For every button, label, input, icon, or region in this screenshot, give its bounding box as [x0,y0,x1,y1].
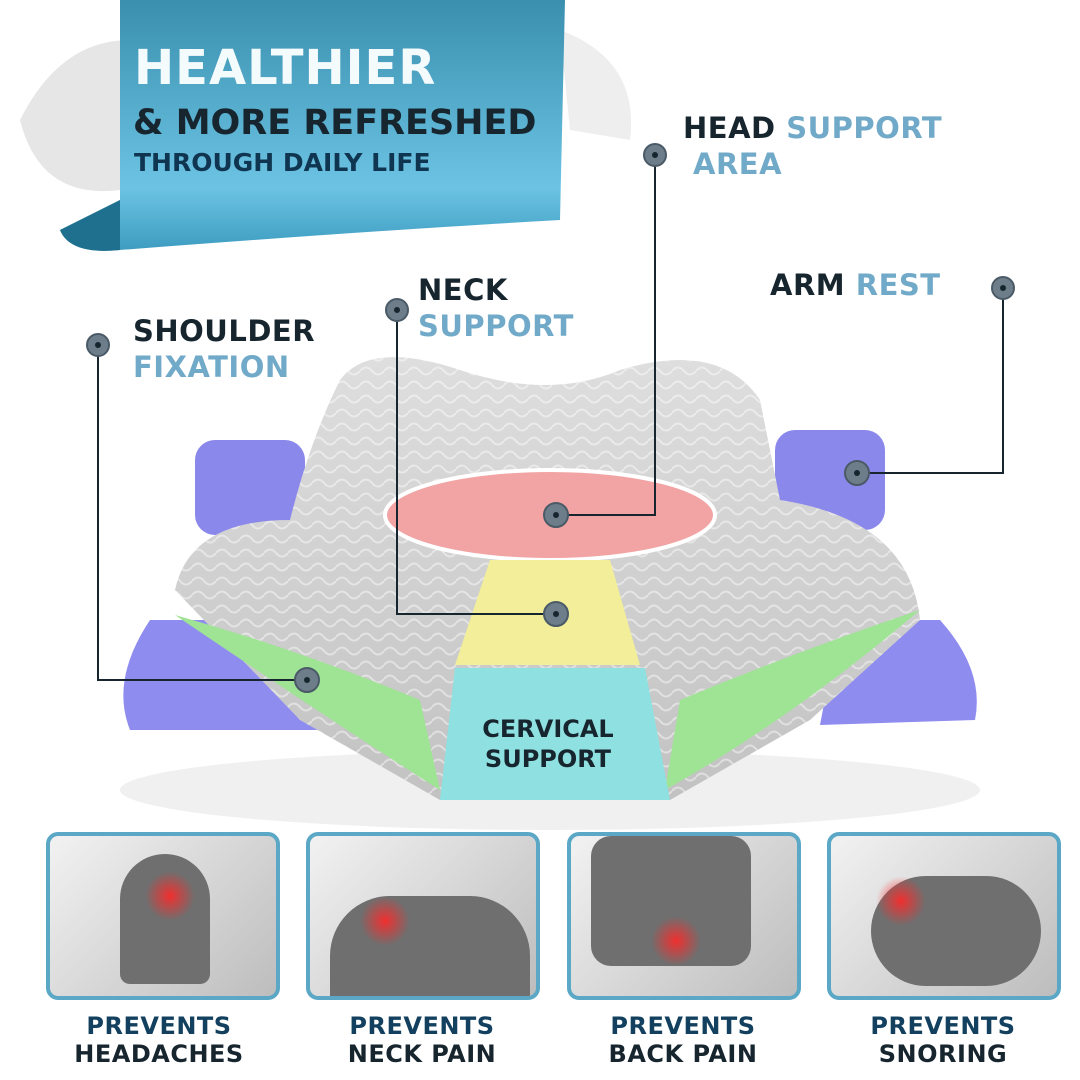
back-pain-photo [567,832,801,1000]
feather-icon [20,30,632,192]
banner-title: HEALTHIER [134,40,437,96]
callout-neck-support: NECK SUPPORT [418,273,574,343]
snoring-photo [827,832,1061,1000]
neck-pain-photo [306,832,540,1000]
callout-arm-rest: ARM REST [770,268,941,302]
banner-subtitle: & MORE REFRESHED [133,103,537,143]
pillow-illustration [86,143,1015,830]
callout-dots [86,143,1015,693]
callout-cervical-support: CERVICAL SUPPORT [482,715,614,773]
callout-head-support: HEAD SUPPORT AREA [683,111,943,181]
banner-ribbon [20,0,632,251]
banner-tagline: THROUGH DAILY LIFE [134,148,431,177]
callout-lines [97,155,1004,681]
callout-shoulder-fixation: SHOULDER FIXATION [133,314,316,384]
headache-photo [46,832,280,1000]
